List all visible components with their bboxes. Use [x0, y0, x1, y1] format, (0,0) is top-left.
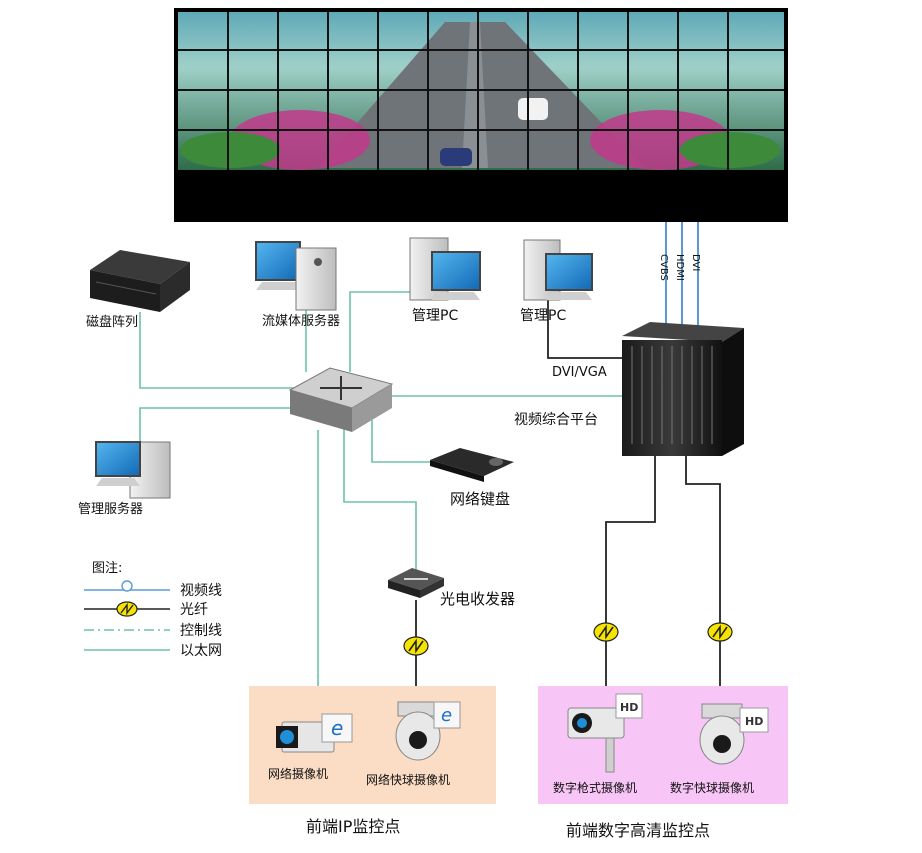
management-server: 管理服务器: [78, 441, 171, 517]
ip-zone-title: 前端IP监控点: [306, 817, 400, 836]
admin-pc-2-label: 管理PC: [520, 308, 566, 324]
legend-item-fiber: 光纤: [180, 602, 208, 618]
ip-monitoring-zone: e 网络摄像机 e 网络快球摄像机 前端IP监控点: [249, 686, 496, 836]
network-dome-camera-label: 网络快球摄像机: [366, 772, 450, 787]
svg-text:HD: HD: [745, 715, 763, 728]
ethernet-lines: [139, 291, 626, 720]
fiber-symbol-icon: [403, 636, 429, 656]
admin-pc-1-label: 管理PC: [412, 308, 458, 324]
mgmt-server-label: 管理服务器: [78, 501, 143, 517]
admin-pc-1: 管理PC: [409, 237, 481, 324]
monitor-icon: [545, 253, 593, 291]
fiber-symbol-icon: [707, 622, 733, 642]
legend-item-control-line: 控制线: [180, 623, 222, 639]
hd-zone-background: [538, 686, 788, 804]
video-lines: [665, 222, 699, 332]
dvi-label: DVI: [690, 254, 701, 271]
dvi-vga-label: DVI/VGA: [552, 365, 607, 380]
network-switch: [288, 367, 394, 432]
cvbs-label: CVBS: [658, 254, 669, 281]
monitor-icon: [95, 441, 141, 477]
network-camera: e 网络摄像机: [268, 713, 353, 781]
tower-icon: [295, 247, 337, 311]
coax-connector-icon: [121, 580, 133, 592]
switch-arrows-icon: [320, 376, 362, 400]
digital-gun-camera: HD 数字枪式摄像机: [553, 693, 643, 795]
optical-transceiver-label: 光电收发器: [440, 590, 515, 608]
fiber-symbol-icon: [593, 622, 619, 642]
joystick-icon: [489, 458, 503, 466]
legend-item-video-line: 视频线: [180, 583, 222, 599]
stream-server: 流媒体服务器: [255, 241, 340, 329]
disk-array-label: 磁盘阵列: [86, 314, 138, 330]
legend-title: 图注:: [92, 561, 122, 576]
network-camera-label: 网络摄像机: [268, 766, 328, 781]
legend-item-ethernet: 以太网: [180, 643, 222, 659]
video-platform-label: 视频综合平台: [514, 412, 598, 428]
video-platform: 视频综合平台: [514, 322, 744, 456]
monitor-icon: [255, 241, 301, 281]
hd-monitoring-zone: HD 数字枪式摄像机 HD 数字快球摄像机 前端数字高清监控点: [538, 686, 788, 840]
stream-server-label: 流媒体服务器: [262, 313, 340, 329]
network-keyboard-label: 网络键盘: [450, 490, 510, 508]
digital-dome-camera: HD 数字快球摄像机: [670, 703, 769, 795]
admin-pc-2: 管理PC: [520, 239, 593, 324]
ie-badge-icon: [433, 701, 461, 729]
hd-zone-title: 前端数字高清监控点: [566, 821, 710, 840]
legend: 图注: 视频线 光纤 控制线 以太网: [84, 561, 222, 659]
svg-text:e: e: [331, 716, 343, 740]
ie-badge-icon: [321, 713, 353, 743]
hdmi-label: HDMI: [674, 254, 685, 281]
hd-badge-icon: [615, 693, 643, 719]
svg-text:HD: HD: [620, 701, 638, 714]
optical-transceiver: 光电收发器: [388, 568, 515, 608]
svg-text:e: e: [441, 705, 452, 726]
disk-array: 磁盘阵列: [86, 250, 190, 330]
network-keyboard: 网络键盘: [430, 448, 514, 508]
network-dome-camera: e 网络快球摄像机: [366, 701, 461, 787]
digital-gun-camera-label: 数字枪式摄像机: [553, 780, 637, 795]
monitor-icon: [431, 251, 481, 291]
video-wall: [174, 8, 788, 222]
car-icon: [518, 98, 548, 120]
fiber-lines: [415, 298, 721, 700]
car-icon: [440, 148, 472, 166]
digital-dome-camera-label: 数字快球摄像机: [670, 780, 754, 795]
hd-badge-icon: [739, 707, 769, 733]
